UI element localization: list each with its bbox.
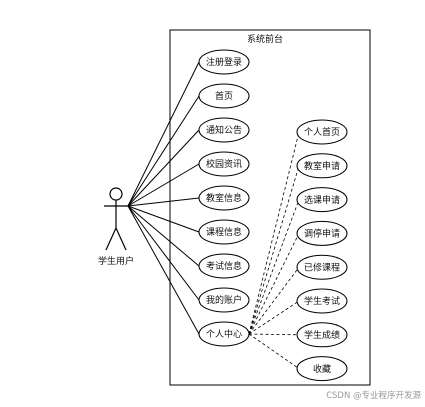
use-case-notice: 通知公告 (198, 117, 250, 143)
use-case-label: 学生考试 (304, 295, 340, 307)
association-notice (127, 129, 200, 207)
use-case-oval (296, 322, 348, 348)
association-course-info (127, 205, 200, 233)
use-case-label: 个人首页 (304, 126, 340, 138)
use-case-label: 选课申请 (304, 194, 340, 206)
association-personal-center (127, 205, 200, 335)
use-case-label: 教室申请 (304, 160, 340, 172)
use-case-personal-center: 个人中心 (198, 321, 250, 347)
use-case-campus-news: 校园资讯 (198, 151, 250, 177)
use-case-label: 个人中心 (206, 328, 242, 340)
use-case-label: 学生成绩 (304, 329, 340, 341)
use-case-oval (198, 117, 250, 143)
use-case-oval (296, 119, 348, 145)
use-case-oval (296, 356, 348, 382)
use-case-label: 注册登录 (206, 56, 242, 68)
use-case-label: 我的账户 (206, 294, 242, 306)
use-case-oval (296, 288, 348, 314)
use-case-label: 通知公告 (206, 124, 242, 136)
extension-course-select-apply (248, 199, 300, 335)
actor-right-leg (115, 227, 127, 251)
actor-head (109, 187, 123, 201)
actor-figure (104, 187, 128, 251)
association-home (127, 95, 200, 207)
use-case-oval (198, 83, 250, 109)
watermark: CSDN @专业程序开发源 (326, 390, 421, 401)
use-case-oval (198, 253, 250, 279)
association-my-account (127, 205, 200, 301)
association-campus-news (127, 163, 200, 207)
use-case-student-grades: 学生成绩 (296, 322, 348, 348)
extension-personal-home (248, 131, 300, 335)
association-lines (127, 61, 200, 335)
use-case-reschedule-apply: 调停申请 (296, 220, 348, 246)
use-case-oval (296, 187, 348, 213)
use-case-my-account: 我的账户 (198, 287, 250, 313)
use-case-exam-info: 考试信息 (198, 253, 250, 279)
actor-label: 学生用户 (98, 255, 134, 267)
use-case-register-login: 注册登录 (198, 49, 250, 75)
use-case-completed-courses: 已修课程 (296, 254, 348, 280)
use-case-student-exam: 学生考试 (296, 288, 348, 314)
use-case-oval (296, 153, 348, 179)
use-case-label: 收藏 (313, 363, 331, 375)
use-case-oval (198, 185, 250, 211)
association-exam-info (127, 205, 200, 267)
extension-student-grades (248, 333, 300, 336)
system-title: 系统前台 (247, 33, 283, 45)
use-case-label: 已修课程 (304, 261, 340, 273)
extension-classroom-apply (248, 165, 300, 335)
use-case-oval (296, 220, 348, 246)
use-case-classroom-apply: 教室申请 (296, 153, 348, 179)
use-case-oval (296, 254, 348, 280)
extension-lines (248, 131, 300, 369)
use-case-label: 教室信息 (206, 192, 242, 204)
use-case-label: 首页 (215, 90, 233, 102)
use-case-label: 校园资讯 (206, 158, 242, 170)
use-case-classroom-info: 教室信息 (198, 185, 250, 211)
extension-student-exam (248, 300, 300, 335)
extension-reschedule-apply (248, 233, 300, 335)
extension-completed-courses (248, 266, 300, 335)
use-case-oval (198, 219, 250, 245)
use-case-favorites: 收藏 (296, 356, 348, 382)
use-case-oval (198, 151, 250, 177)
use-case-label: 课程信息 (206, 226, 242, 238)
actor-left-leg (105, 227, 117, 251)
association-classroom-info (127, 197, 200, 207)
use-case-oval (198, 49, 250, 75)
use-case-label: 考试信息 (206, 260, 242, 272)
use-case-course-info: 课程信息 (198, 219, 250, 245)
association-register-login (127, 61, 200, 207)
use-case-personal-home: 个人首页 (296, 119, 348, 145)
use-case-home: 首页 (198, 83, 250, 109)
use-case-oval (198, 287, 250, 313)
use-case-label: 调停申请 (304, 228, 340, 240)
extension-favorites (248, 333, 300, 369)
use-case-course-select-apply: 选课申请 (296, 187, 348, 213)
use-case-oval (198, 321, 250, 347)
